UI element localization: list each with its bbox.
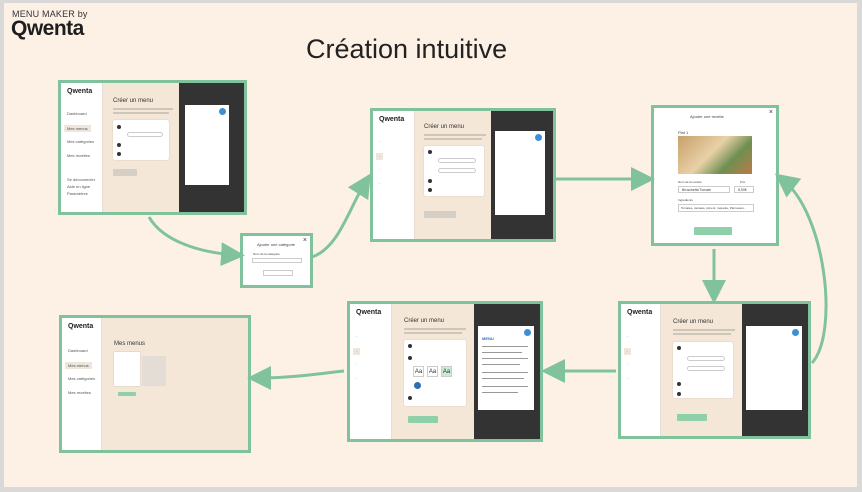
nav-dashboard[interactable]: Dashboard — [68, 348, 88, 353]
nav-mes-categories[interactable]: Mes catégories — [67, 139, 95, 144]
radio[interactable] — [428, 179, 432, 183]
sidebar: Qwenta Dashboard Mes menus Mes catégorie… — [61, 83, 103, 212]
arrow — [311, 173, 371, 259]
ingredients-label: Ingrédients — [678, 198, 693, 202]
sidebar-logo: Qwenta — [356, 309, 382, 316]
screen-heading: Mes menus — [114, 341, 146, 347]
arrow — [774, 173, 828, 365]
nav-mes-recettes[interactable]: Mes recettes — [68, 390, 91, 395]
radio[interactable] — [117, 125, 121, 129]
style-card: Aa Aa Aa — [404, 340, 466, 406]
sidebar-logo: Qwenta — [67, 88, 93, 95]
user-icon — [791, 328, 800, 337]
sidebar-logo: Qwenta — [68, 323, 94, 330]
sidebar: Qwenta · · · · — [350, 304, 392, 439]
menu-thumbnail[interactable] — [114, 352, 140, 386]
modal-add-recipe: × Ajouter une recette Plat 1 Nom de la r… — [651, 105, 779, 246]
radio[interactable] — [408, 344, 412, 348]
screen-create-menu-2: Qwenta · · · · Créer un menu — [370, 108, 556, 242]
screen-heading: Créer un menu — [673, 319, 714, 325]
brand-logo: Qwenta — [11, 17, 84, 40]
field-label-name: Nom de la recette — [678, 180, 702, 184]
new-menu-tile[interactable] — [142, 356, 166, 386]
user-icon — [218, 107, 227, 116]
nav-mes-categories[interactable]: Mes catégories — [68, 376, 96, 381]
preview-panel — [179, 83, 244, 212]
options-card — [673, 342, 733, 398]
brand-tagline: MENU MAKER by — [12, 9, 88, 19]
radio[interactable] — [677, 346, 681, 350]
next-button[interactable] — [113, 169, 137, 176]
radio[interactable] — [408, 396, 412, 400]
nav-mes-menus[interactable]: Mes menus — [64, 125, 91, 132]
font-option-1[interactable]: Aa — [413, 366, 424, 377]
radio[interactable] — [117, 143, 121, 147]
modal-heading: Ajouter une catégorie — [257, 242, 296, 247]
font-option-2[interactable]: Aa — [427, 366, 438, 377]
next-button[interactable] — [408, 416, 438, 423]
radio[interactable] — [117, 152, 121, 156]
color-swatch[interactable] — [414, 382, 421, 389]
nav-settings[interactable]: Paramètres — [67, 191, 88, 196]
sidebar: Qwenta · · · · — [621, 304, 661, 436]
nav-mes-menus[interactable]: Mes menus — [65, 362, 92, 369]
next-button[interactable] — [424, 211, 456, 218]
font-option-3[interactable]: Aa — [441, 366, 452, 377]
sidebar: Qwenta Dashboard Mes menus Mes catégorie… — [62, 318, 102, 450]
nav-logout[interactable]: Se déconnecter — [67, 177, 96, 182]
flow-arrows — [147, 167, 828, 390]
radio[interactable] — [428, 188, 432, 192]
radio[interactable] — [677, 382, 681, 386]
screen-create-menu-1: Qwenta Dashboard Mes menus Mes catégorie… — [58, 80, 247, 215]
user-icon — [523, 328, 532, 337]
slide-title: Création intuitive — [306, 34, 508, 64]
screen-create-menu-3: Qwenta · · · · Créer un menu — [618, 301, 811, 439]
field-label-price: Prix — [740, 180, 746, 184]
page-label: Plat 1 — [678, 130, 689, 135]
arrow — [147, 216, 245, 267]
next-button[interactable] — [677, 414, 707, 421]
nav-mes-recettes[interactable]: Mes recettes — [67, 153, 90, 158]
options-card — [424, 146, 484, 196]
radio[interactable] — [408, 356, 412, 360]
price-input[interactable]: 8,50€ — [734, 186, 754, 193]
sidebar-logo: Qwenta — [627, 309, 653, 316]
sidebar-logo: Qwenta — [379, 116, 405, 123]
user-icon — [534, 133, 543, 142]
slide: MENU MAKER by Qwenta Création intuitive … — [4, 3, 857, 487]
modal-heading: Ajouter une recette — [690, 114, 724, 119]
radio[interactable] — [428, 150, 432, 154]
close-icon[interactable]: × — [768, 109, 773, 116]
modal-add-category: × Ajouter une catégorie Nom de la catégo… — [240, 233, 313, 288]
close-icon[interactable]: × — [302, 237, 307, 244]
preview-panel — [742, 304, 808, 436]
options-card — [113, 120, 169, 160]
add-button[interactable] — [694, 227, 732, 235]
category-input[interactable] — [252, 258, 302, 263]
screen-heading: Créer un menu — [424, 124, 465, 130]
nav-dashboard[interactable]: Dashboard — [67, 111, 87, 116]
radio[interactable] — [677, 392, 681, 396]
screen-heading: Créer un menu — [113, 98, 154, 104]
preview-panel: MENU — [474, 304, 540, 439]
create-button[interactable] — [263, 270, 293, 276]
preview-panel — [491, 111, 553, 239]
menu-action-button[interactable] — [118, 392, 136, 396]
input-label: Nom de la catégorie — [253, 252, 280, 256]
arrow — [247, 365, 345, 390]
nav-help[interactable]: Aide en ligne — [67, 184, 91, 189]
preview-title: MENU — [482, 336, 494, 341]
recipe-photo — [678, 136, 752, 174]
screen-create-menu-style: Qwenta · · · · Créer un menu Aa Aa Aa ME… — [347, 301, 543, 442]
ingredients-input[interactable]: Tomates, tomates, piment, roquette, Parm… — [678, 204, 754, 212]
sidebar: Qwenta · · · · — [373, 111, 415, 239]
recipe-name-input[interactable]: Bruschetta Tomate — [678, 186, 730, 193]
screen-heading: Créer un menu — [404, 318, 445, 324]
